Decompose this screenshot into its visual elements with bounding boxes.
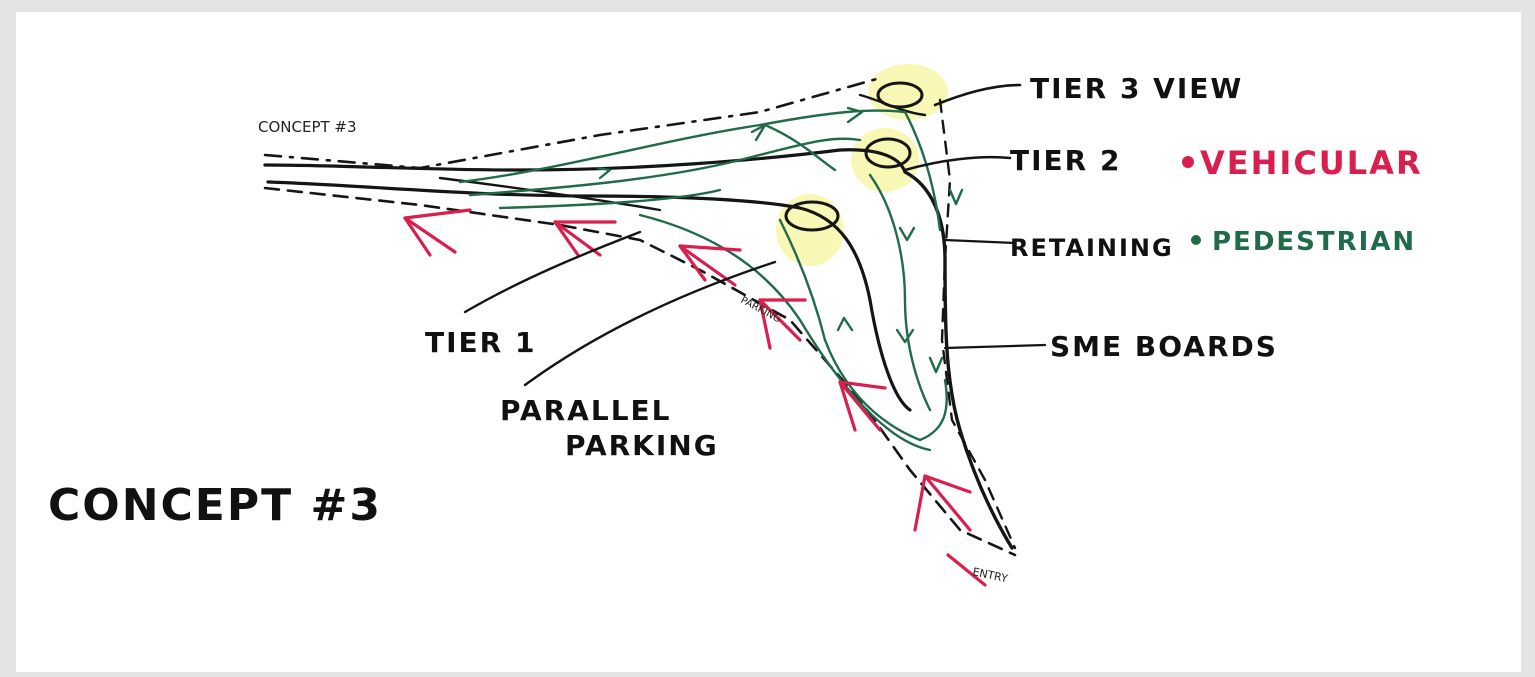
vehicular-legend-label: VEHICULAR <box>1200 144 1423 182</box>
concept-small-label: CONCEPT #3 <box>258 118 357 136</box>
tier3-label: TIER 3 VIEW <box>1030 72 1243 105</box>
concept-large-label: CONCEPT #3 <box>48 480 382 531</box>
entry-label: ENTRY <box>971 565 1009 585</box>
pedestrian-legend-dot <box>1191 235 1201 245</box>
sme-boards-label: SME BOARDS <box>1050 330 1278 363</box>
parallel-parking-line2: PARKING <box>565 429 719 462</box>
tier2-label: TIER 2 <box>1010 144 1121 177</box>
tier1-label: TIER 1 <box>425 326 536 359</box>
vehicular-legend-dot <box>1182 156 1194 168</box>
retaining-label: RETAINING <box>1010 234 1174 262</box>
pedestrian-legend-label: PEDESTRIAN <box>1212 227 1416 257</box>
parallel-parking-line1: PARALLEL <box>500 394 672 427</box>
